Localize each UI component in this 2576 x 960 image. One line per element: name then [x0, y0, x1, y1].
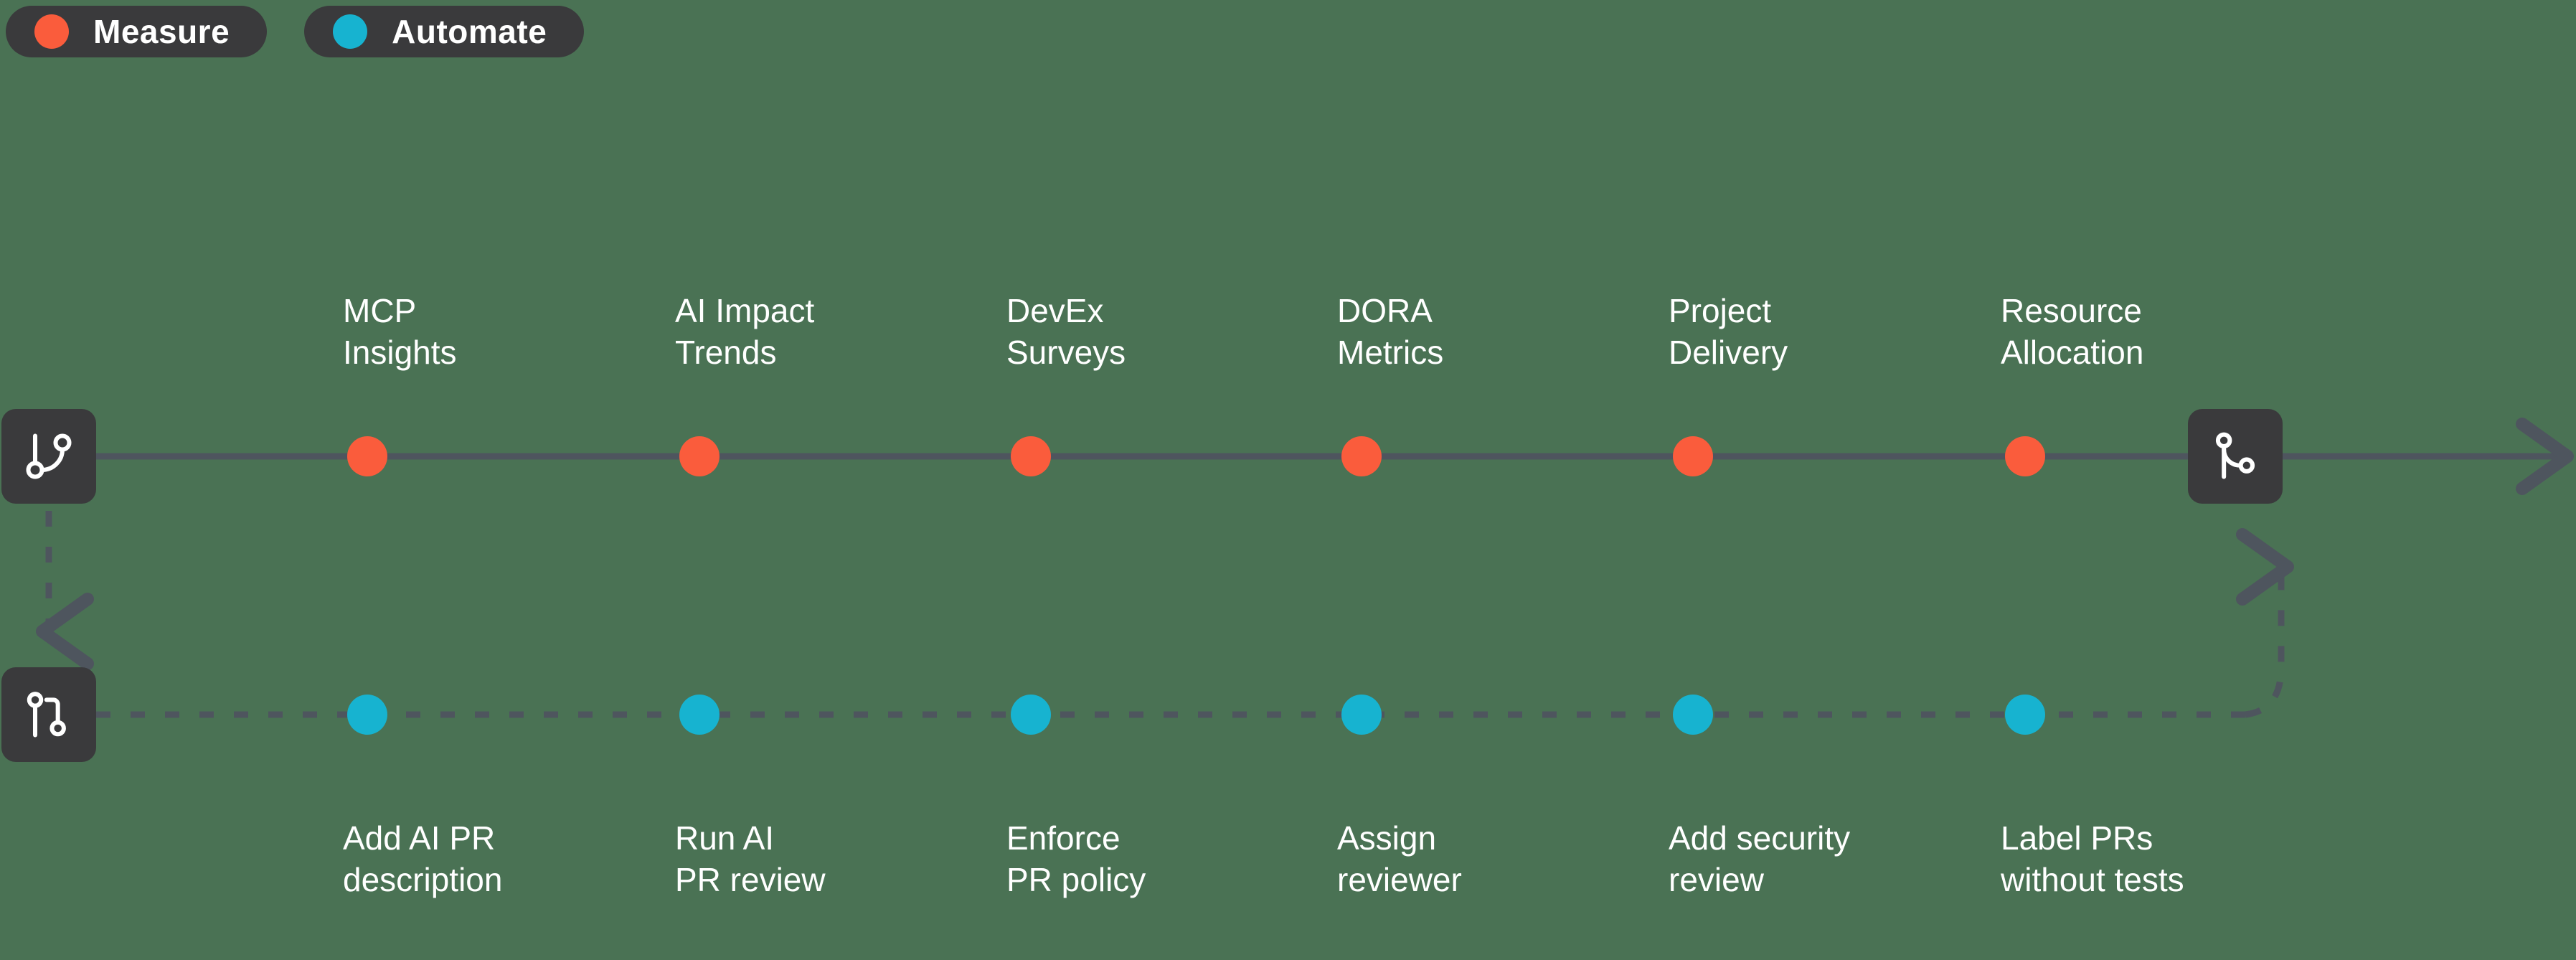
measure-label-1-line1: AI Impact — [675, 292, 815, 329]
measure-node-3[interactable] — [1341, 436, 1382, 476]
automate-node-2[interactable] — [1011, 695, 1051, 735]
legend-pill-automate[interactable]: Automate — [304, 6, 585, 57]
automate-node-0[interactable] — [347, 695, 387, 735]
measure-label-5: Resource Allocation — [2001, 291, 2143, 373]
measure-label-4: Project Delivery — [1669, 291, 1788, 373]
automate-to-merge-connector — [2236, 528, 2294, 718]
legend-label-automate: Automate — [392, 13, 547, 50]
automate-label-1-line2: PR review — [675, 860, 826, 898]
measure-label-2-line2: Surveys — [1006, 333, 1126, 371]
measure-label-0-line1: MCP — [343, 292, 417, 329]
automate-label-3: Assign reviewer — [1337, 818, 1462, 900]
legend: Measure Automate — [6, 6, 585, 57]
automate-label-0-line1: Add AI PR — [343, 819, 496, 857]
automate-node-3[interactable] — [1341, 695, 1382, 735]
measure-label-0-line2: Insights — [343, 333, 457, 371]
automate-node-5[interactable] — [2005, 695, 2045, 735]
automate-label-0: Add AI PR description — [343, 818, 502, 900]
measure-label-5-line2: Allocation — [2001, 333, 2144, 371]
automate-label-4-line2: review — [1669, 860, 1764, 898]
measure-label-2: DevEx Surveys — [1006, 291, 1126, 373]
measure-label-1-line2: Trends — [675, 333, 777, 371]
measure-label-3-line2: Metrics — [1337, 333, 1444, 371]
automate-label-1: Run AI PR review — [675, 818, 826, 900]
automate-label-5-line1: Label PRs — [2001, 819, 2153, 857]
measure-node-2[interactable] — [1011, 436, 1051, 476]
automate-label-2: Enforce PR policy — [1006, 818, 1146, 900]
git-branch-icon[interactable] — [1, 409, 96, 504]
git-merge-icon[interactable] — [2188, 409, 2283, 504]
automate-legend-dot — [333, 14, 368, 49]
legend-label-measure: Measure — [93, 13, 230, 50]
automate-node-1[interactable] — [679, 695, 720, 735]
measure-label-0: MCP Insights — [343, 291, 457, 373]
measure-node-0[interactable] — [347, 436, 387, 476]
measure-label-3: DORA Metrics — [1337, 291, 1443, 373]
measure-node-5[interactable] — [2005, 436, 2045, 476]
measure-label-5-line1: Resource — [2001, 292, 2142, 329]
measure-label-3-line1: DORA — [1337, 292, 1433, 329]
automate-label-5-line2: without tests — [2001, 860, 2184, 898]
measure-node-4[interactable] — [1673, 436, 1713, 476]
git-pull-request-icon[interactable] — [1, 667, 96, 762]
automate-node-4[interactable] — [1673, 695, 1713, 735]
measure-legend-dot — [34, 14, 69, 49]
automate-label-2-line2: PR policy — [1006, 860, 1146, 898]
automate-label-4: Add security review — [1669, 818, 1850, 900]
automate-label-1-line1: Run AI — [675, 819, 775, 857]
automate-label-2-line1: Enforce — [1006, 819, 1120, 857]
legend-pill-measure[interactable]: Measure — [6, 6, 268, 57]
automate-label-3-line1: Assign — [1337, 819, 1437, 857]
automate-label-0-line2: description — [343, 860, 503, 898]
automate-label-4-line1: Add security — [1669, 819, 1851, 857]
measure-label-4-line2: Delivery — [1669, 333, 1788, 371]
measure-label-4-line1: Project — [1669, 292, 1772, 329]
measure-node-1[interactable] — [679, 436, 720, 476]
automate-label-5: Label PRs without tests — [2001, 818, 2184, 900]
measure-label-1: AI Impact Trends — [675, 291, 814, 373]
measure-label-2-line1: DevEx — [1006, 292, 1104, 329]
automate-label-3-line2: reviewer — [1337, 860, 1462, 898]
